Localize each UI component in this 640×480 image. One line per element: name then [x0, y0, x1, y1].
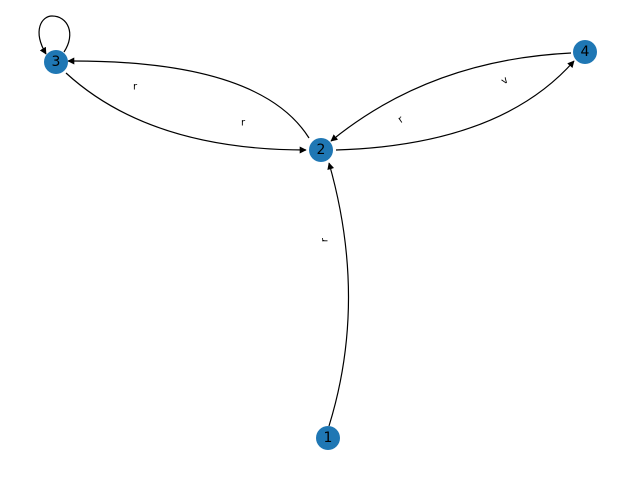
node-2-label: 2	[317, 142, 326, 158]
node-3: 3	[44, 50, 68, 74]
node-2: 2	[309, 138, 333, 162]
edge-label-4-2: r	[396, 114, 406, 126]
node-4-label: 4	[581, 44, 590, 60]
edge-label-2-4: v	[499, 75, 510, 87]
edge-1-to-2	[327, 162, 350, 427]
edge-label-3-2: r	[241, 118, 246, 129]
edge-3-to-2	[65, 72, 307, 154]
node-1-circle	[316, 426, 340, 450]
edge-2-to-4	[335, 60, 575, 151]
node-3-label: 3	[52, 54, 61, 70]
edge-2-to-3	[67, 57, 310, 139]
node-1: 1	[316, 426, 340, 450]
node-1-label: 1	[324, 430, 333, 446]
node-2-circle	[309, 138, 333, 162]
node-3-circle	[44, 50, 68, 74]
edge-label-2-3: r	[133, 82, 138, 93]
edge-3-to-3-self-loop	[38, 15, 71, 55]
edge-label-1-2: r	[320, 237, 331, 242]
node-4: 4	[573, 40, 597, 64]
edge-4-to-2	[330, 52, 572, 142]
node-4-circle	[573, 40, 597, 64]
